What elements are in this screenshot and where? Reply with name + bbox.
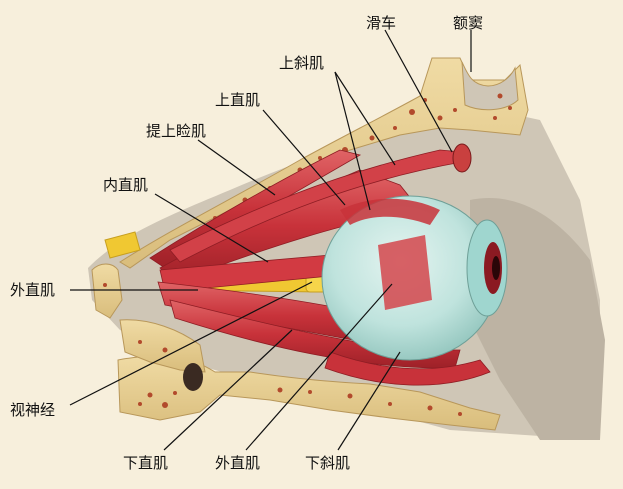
- insertion-patch: [378, 235, 432, 310]
- label-levator-palpebrae: 提上睑肌: [146, 122, 206, 140]
- pupil: [492, 256, 500, 280]
- label-lateral-rectus-left: 外直肌: [10, 281, 55, 299]
- label-inferior-oblique: 下斜肌: [305, 454, 350, 472]
- label-superior-oblique: 上斜肌: [279, 54, 324, 72]
- foramen: [183, 363, 203, 391]
- label-superior-rectus: 上直肌: [215, 91, 260, 109]
- trochlea-pulley: [453, 144, 471, 172]
- label-optic-nerve: 视神经: [10, 401, 55, 419]
- label-trochlea: 滑车: [366, 14, 396, 32]
- label-inferior-rectus: 下直肌: [123, 454, 168, 472]
- label-frontal-sinus: 额窦: [453, 14, 483, 32]
- label-medial-rectus: 内直肌: [103, 176, 148, 194]
- label-lateral-rectus-bottom: 外直肌: [215, 454, 260, 472]
